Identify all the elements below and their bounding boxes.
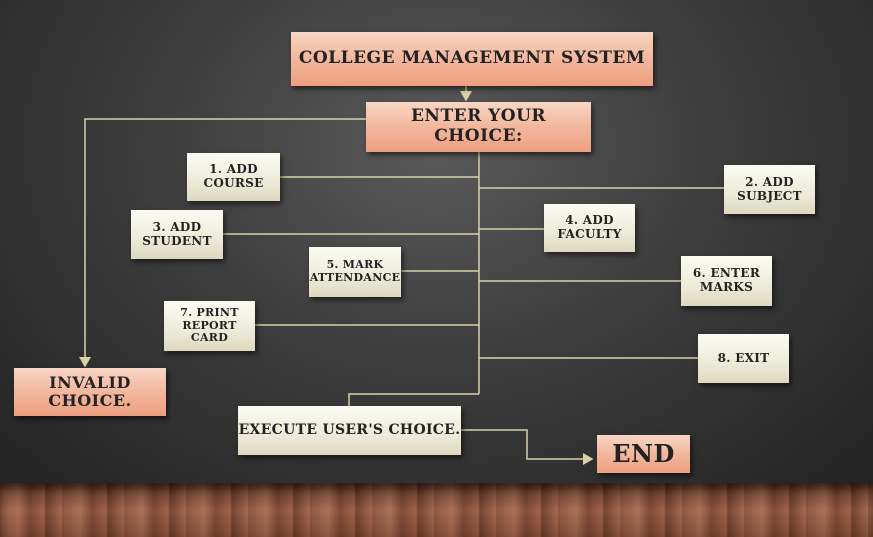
title-text: COLLEGE MANAGEMENT SYSTEM [298, 48, 646, 69]
option-mark-attendance: 5. MARK ATTENDANCE [309, 247, 401, 297]
title-box: COLLEGE MANAGEMENT SYSTEM [291, 32, 653, 86]
option-add-course: 1. ADD COURSE [187, 153, 280, 201]
option-add-course-label: 1. ADD COURSE [203, 162, 264, 190]
connector-lines [79, 86, 724, 465]
option-add-student-label: 3. ADD STUDENT [142, 219, 212, 248]
invalid-choice-text: INVALID CHOICE. [48, 372, 132, 410]
option-print-report-card: 7. PRINT REPORT CARD [164, 301, 255, 351]
execute-choice-box: EXECUTE USER'S CHOICE. [238, 406, 461, 455]
execute-to-end-arrow [461, 429, 594, 465]
option-add-faculty: 4. ADD FACULTY [544, 204, 635, 252]
option-add-subject: 2. ADD SUBJECT [724, 165, 815, 214]
invalid-choice-box: INVALID CHOICE. [14, 368, 166, 416]
prompt-box: ENTER YOUR CHOICE: [366, 102, 591, 152]
option-exit: 8. EXIT [698, 334, 789, 383]
option-mark-attendance-label: 5. MARK ATTENDANCE [309, 258, 401, 284]
trunk-to-execute-line [348, 393, 479, 406]
option-add-subject-label: 2. ADD SUBJECT [737, 174, 802, 203]
end-box: END [597, 435, 690, 473]
option-exit-label: 8. EXIT [717, 350, 770, 365]
option-enter-marks-label: 6. ENTER MARKS [692, 266, 761, 294]
wooden-floor [0, 483, 873, 537]
end-text: END [612, 439, 675, 469]
option-add-faculty-label: 4. ADD FACULTY [557, 213, 622, 241]
option-add-student: 3. ADD STUDENT [131, 210, 223, 259]
prompt-text: ENTER YOUR CHOICE: [410, 106, 547, 146]
option-print-report-card-label: 7. PRINT REPORT CARD [180, 306, 239, 345]
execute-choice-text: EXECUTE USER'S CHOICE. [238, 422, 461, 439]
invalid-branch-line [79, 118, 366, 368]
option-enter-marks: 6. ENTER MARKS [681, 256, 772, 306]
